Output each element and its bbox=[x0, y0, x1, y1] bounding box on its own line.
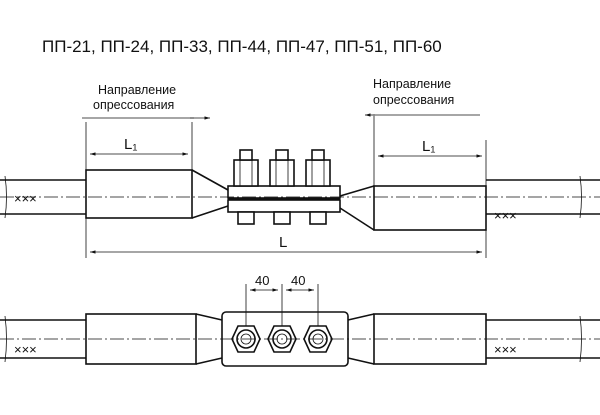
bolt-3 bbox=[305, 149, 331, 225]
bolt-2 bbox=[269, 149, 295, 225]
right-direction-note-line1: Направление bbox=[373, 77, 451, 91]
left-direction-note-line1: Направление bbox=[98, 83, 176, 97]
plan-view: ××× ××× bbox=[0, 273, 600, 367]
side-view: ××× ××× bbox=[0, 116, 600, 258]
cable-mark-right-top: ××× bbox=[494, 208, 517, 223]
dim-overall-l: L bbox=[279, 234, 287, 251]
cable-mark-right-bottom: ××× bbox=[494, 342, 517, 357]
cable-mark-left-top: ××× bbox=[14, 191, 37, 206]
cable-mark-left-bottom: ××× bbox=[14, 342, 37, 357]
dim-spacing-2: 40 bbox=[291, 273, 305, 288]
left-direction-note-line2: опрессования bbox=[93, 98, 174, 112]
right-direction-note-line2: опрессования bbox=[373, 93, 454, 107]
dim-spacing-1: 40 bbox=[255, 273, 269, 288]
dim-l1-left: L₁ bbox=[124, 136, 137, 153]
drawing-title: ПП-21, ПП-24, ПП-33, ПП-44, ПП-47, ПП-51… bbox=[42, 37, 442, 56]
dim-l1-right: L₁ bbox=[422, 138, 435, 155]
bolt-1 bbox=[233, 149, 259, 225]
